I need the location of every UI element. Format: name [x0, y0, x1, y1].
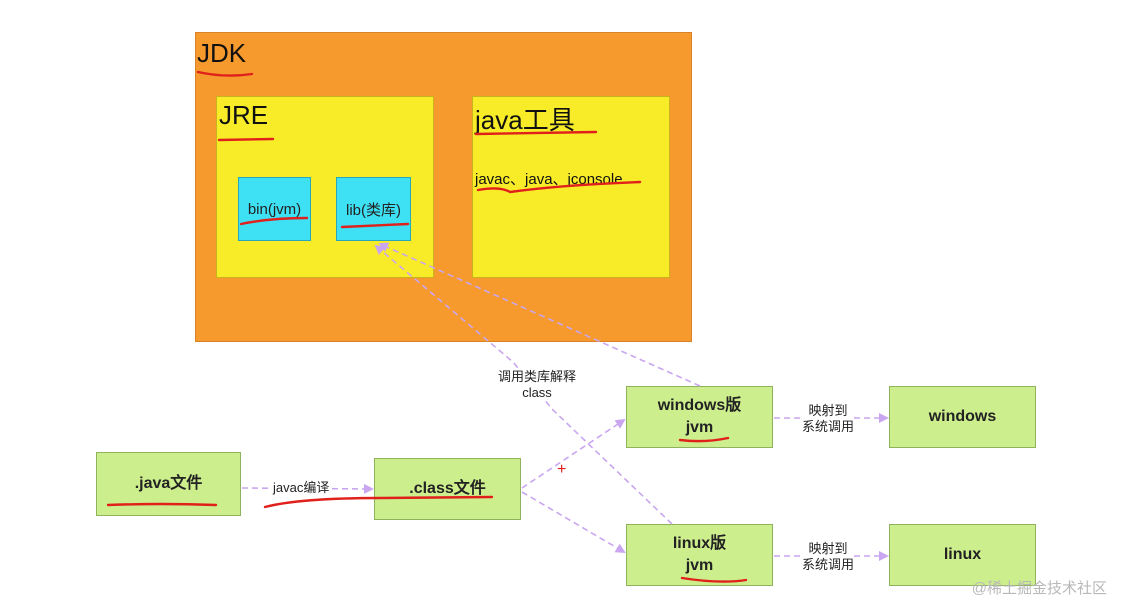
linux-jvm-line2: jvm	[685, 557, 714, 574]
windows-label: windows	[928, 408, 997, 425]
java-tools-list: javac、java、jconsole	[475, 171, 623, 188]
jre-title: JRE	[219, 100, 269, 130]
plus-mark: +	[557, 461, 567, 478]
watermark: @稀土掘金技术社区	[971, 580, 1107, 597]
windows-map-line2: 系统调用	[802, 419, 855, 434]
linux-jvm-line1: linux版	[672, 535, 727, 552]
windows-map-line1: 映射到	[808, 403, 848, 418]
java-file-box: .java文件	[96, 452, 241, 516]
linux-box: linux	[889, 524, 1036, 586]
linux-map-label: 映射到 系统调用	[802, 541, 855, 573]
linux-map-line1: 映射到	[808, 541, 848, 556]
lib-box: lib(类库)	[336, 177, 411, 241]
java-file-label: .java文件	[134, 475, 203, 492]
java-tools-title: java工具	[475, 105, 575, 135]
windows-map-label: 映射到 系统调用	[802, 403, 855, 435]
class-file-box: .class文件	[374, 458, 521, 520]
windows-jvm-line2: jvm	[685, 419, 714, 436]
call-lib-line2: class	[522, 385, 552, 400]
arrow-class-to-windows-jvm	[521, 418, 626, 489]
bin-jvm-box: bin(jvm)	[238, 177, 311, 241]
compile-label: javac编译	[270, 480, 333, 496]
arrow-class-to-linux-jvm	[521, 491, 626, 554]
jdk-title: JDK	[197, 38, 247, 68]
call-lib-label: 调用类库解释 class	[496, 369, 579, 401]
windows-box: windows	[889, 386, 1036, 448]
call-lib-line1: 调用类库解释	[498, 369, 577, 384]
lib-label: lib(类库)	[346, 201, 401, 219]
bin-jvm-label: bin(jvm)	[247, 200, 302, 218]
windows-jvm-box: windows版 jvm	[626, 386, 773, 448]
linux-jvm-box: linux版 jvm	[626, 524, 773, 586]
class-file-label: .class文件	[409, 480, 486, 497]
linux-label: linux	[943, 546, 982, 563]
linux-map-line2: 系统调用	[802, 557, 855, 572]
windows-jvm-line1: windows版	[657, 397, 742, 414]
